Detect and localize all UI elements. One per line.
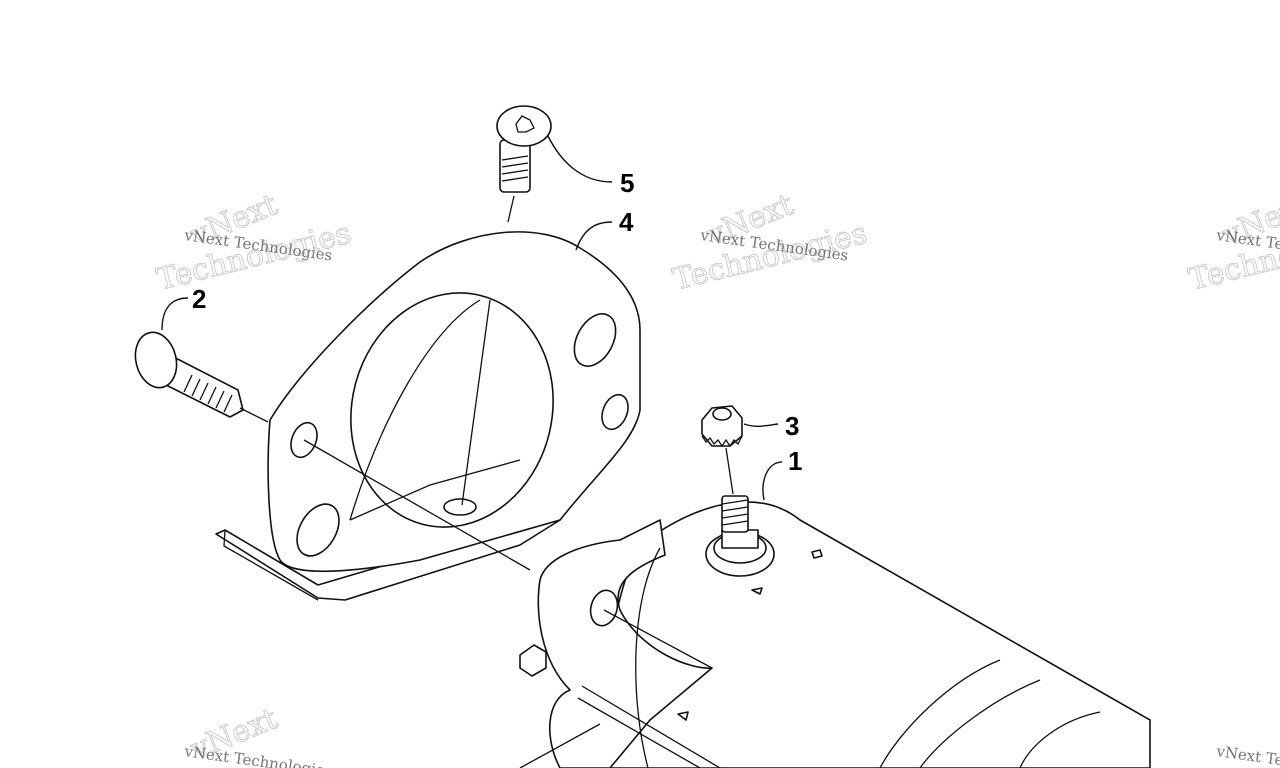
leader-2: [161, 297, 189, 331]
svg-text:vNext Technologies: vNext Technologies: [1214, 742, 1280, 768]
watermark-bottom-left: vNext vNext Technologies: [182, 701, 333, 768]
flange-bolt-icon: [134, 331, 244, 418]
callout-3: 3: [785, 411, 799, 441]
leader-4: [575, 221, 613, 251]
callout-1: 1: [788, 446, 802, 476]
callout-5: 5: [620, 168, 634, 198]
leader-5: [547, 135, 613, 183]
leader-1: [762, 461, 783, 501]
torx-screw-icon: [496, 105, 552, 193]
callout-4: 4: [619, 207, 634, 237]
mounting-bracket-icon: [215, 231, 641, 601]
callout-leaders: [161, 135, 783, 501]
watermark-top-center: vNext vNext Technologies Technologies: [669, 187, 871, 298]
watermark-top-right: vNext vNext Technologies Technologies: [1185, 187, 1280, 298]
assembly-lines: [239, 195, 734, 768]
watermark-bottom-right: vNext Technologies: [1214, 742, 1280, 768]
callout-2: 2: [192, 284, 206, 314]
leader-3: [743, 423, 779, 427]
starter-motor-icon: [519, 495, 1151, 768]
lock-nut-icon: [701, 405, 743, 448]
watermark-top-left: vNext vNext Technologies Technologies: [153, 187, 355, 298]
